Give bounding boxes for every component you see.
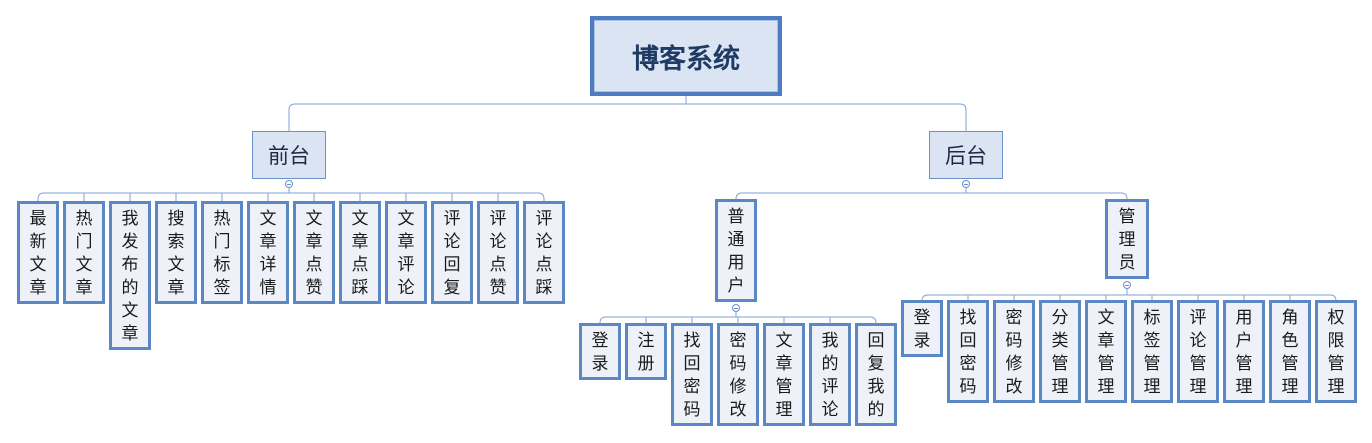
leaf-node: 文章点踩 <box>339 201 381 304</box>
leaf-node: 文章评论 <box>385 201 427 304</box>
admin-group-node: 管理员 <box>1105 199 1149 279</box>
leaf-node: 我的评论 <box>809 323 851 426</box>
leaf-node: 文章点赞 <box>293 201 335 304</box>
leaf-node: 热门标签 <box>201 201 243 304</box>
leaf-node: 最新文章 <box>17 201 59 304</box>
collapse-icon[interactable] <box>1123 281 1131 289</box>
leaf-node: 文章管理 <box>1085 300 1127 403</box>
leaf-node: 文章管理 <box>763 323 805 426</box>
admin-group-label: 管理员 <box>1118 207 1136 273</box>
user-group-label: 普通用户 <box>727 207 745 296</box>
connector-line <box>735 192 1128 200</box>
leaf-node: 注册 <box>625 323 667 380</box>
root-title: 博客系统 <box>632 43 740 75</box>
leaf-node: 找回密码 <box>947 300 989 403</box>
backend-label: 后台 <box>945 144 987 168</box>
root-node: 博客系统 <box>590 16 782 96</box>
leaf-node: 角色管理 <box>1269 300 1311 403</box>
leaf-node: 标签管理 <box>1131 300 1173 403</box>
user-group-node: 普通用户 <box>715 199 757 302</box>
leaf-node: 用户管理 <box>1223 300 1265 403</box>
leaf-node: 文章详情 <box>247 201 289 304</box>
leaf-node: 回复我的 <box>855 323 897 426</box>
leaf-node: 登录 <box>579 323 621 380</box>
collapse-icon[interactable] <box>732 304 740 312</box>
backend-node: 后台 <box>929 131 1003 179</box>
leaf-node: 权限管理 <box>1315 300 1357 403</box>
leaf-node: 评论点赞 <box>477 201 519 304</box>
leaf-node: 登录 <box>901 300 943 357</box>
leaf-node: 分类管理 <box>1039 300 1081 403</box>
leaf-node: 密码修改 <box>993 300 1035 403</box>
leaf-node: 我发布的文章 <box>109 201 151 350</box>
frontend-node: 前台 <box>252 131 326 179</box>
leaf-node: 评论管理 <box>1177 300 1219 403</box>
leaf-node: 评论点踩 <box>523 201 565 304</box>
connector-line <box>288 103 967 131</box>
leaf-node: 找回密码 <box>671 323 713 426</box>
collapse-icon[interactable] <box>962 180 970 188</box>
connector-line <box>37 192 545 201</box>
leaf-node: 热门文章 <box>63 201 105 304</box>
connector-line <box>921 294 1337 302</box>
leaf-node: 搜索文章 <box>155 201 197 304</box>
frontend-label: 前台 <box>268 144 310 168</box>
collapse-icon[interactable] <box>285 180 293 188</box>
leaf-node: 评论回复 <box>431 201 473 304</box>
leaf-node: 密码修改 <box>717 323 759 426</box>
